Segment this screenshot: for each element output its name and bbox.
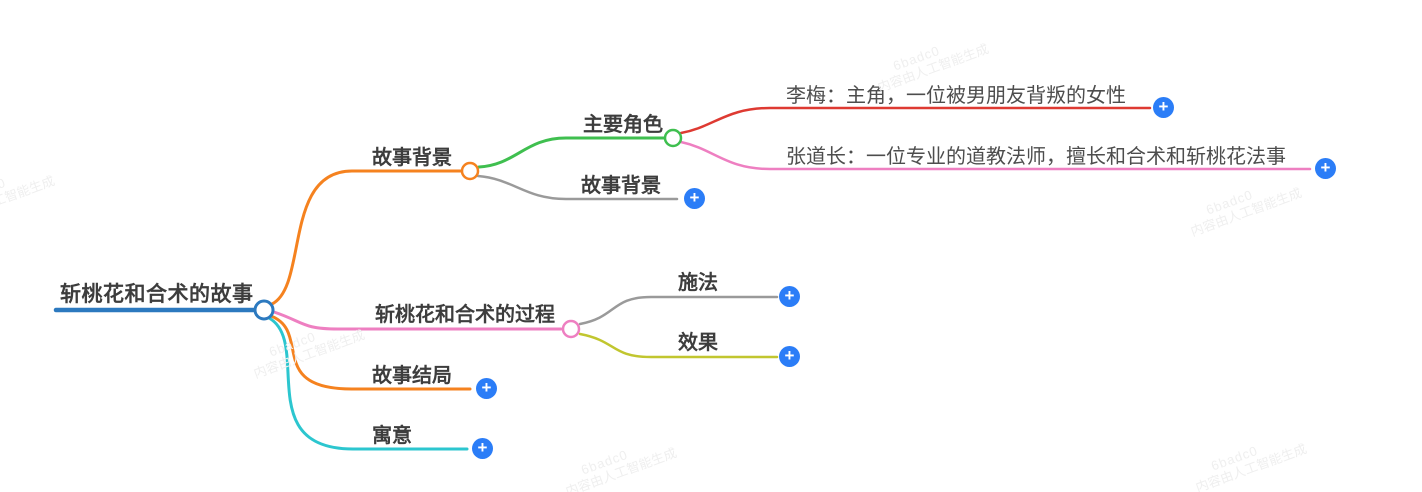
node-moral[interactable]: 寓意 xyxy=(372,425,412,447)
add-child-button-moral[interactable]: + xyxy=(472,438,493,459)
process-node-handle[interactable] xyxy=(561,319,581,339)
story-background-node-handle[interactable] xyxy=(460,161,480,181)
branch-line-process xyxy=(272,310,563,331)
add-child-button-zhangdaozhang[interactable]: + xyxy=(1315,158,1336,179)
leaf-line-effect xyxy=(578,332,779,359)
node-process[interactable]: 斩桃花和合术的过程 xyxy=(375,304,555,326)
main-characters-node-handle[interactable] xyxy=(663,128,683,148)
node-main-characters[interactable]: 主要角色 xyxy=(583,114,663,136)
node-effect[interactable]: 效果 xyxy=(678,332,718,354)
node-zhangdaozhang[interactable]: 张道长：一位专业的道教法师，擅长和合术和斩桃花法事 xyxy=(786,146,1286,168)
leaf-line-cast-spell xyxy=(578,295,779,326)
node-story-background-child[interactable]: 故事背景 xyxy=(581,175,661,197)
root-node-handle[interactable] xyxy=(253,299,275,321)
add-child-button-effect[interactable]: + xyxy=(779,346,800,367)
leaf-line-story-background-child xyxy=(476,174,679,201)
branch-line-story-background xyxy=(270,169,463,306)
branch-line-moral xyxy=(267,316,469,451)
node-root[interactable]: 斩桃花和合术的故事 xyxy=(60,283,254,306)
leaf-line-limei xyxy=(679,106,1152,135)
node-story-background[interactable]: 故事背景 xyxy=(372,147,452,169)
branch-line-main-characters xyxy=(477,136,666,169)
node-limei[interactable]: 李梅：主角，一位被男朋友背叛的女性 xyxy=(786,85,1126,107)
add-child-button-story-ending[interactable]: + xyxy=(476,378,497,399)
add-child-button-cast-spell[interactable]: + xyxy=(779,286,800,307)
node-story-ending[interactable]: 故事结局 xyxy=(372,365,452,387)
node-cast-spell[interactable]: 施法 xyxy=(678,272,718,294)
add-child-button-limei[interactable]: + xyxy=(1153,97,1174,118)
branch-line-story-ending xyxy=(269,314,472,391)
leaf-line-zhangdaozhang xyxy=(679,140,1312,171)
add-child-button-story-background-child[interactable]: + xyxy=(684,188,705,209)
